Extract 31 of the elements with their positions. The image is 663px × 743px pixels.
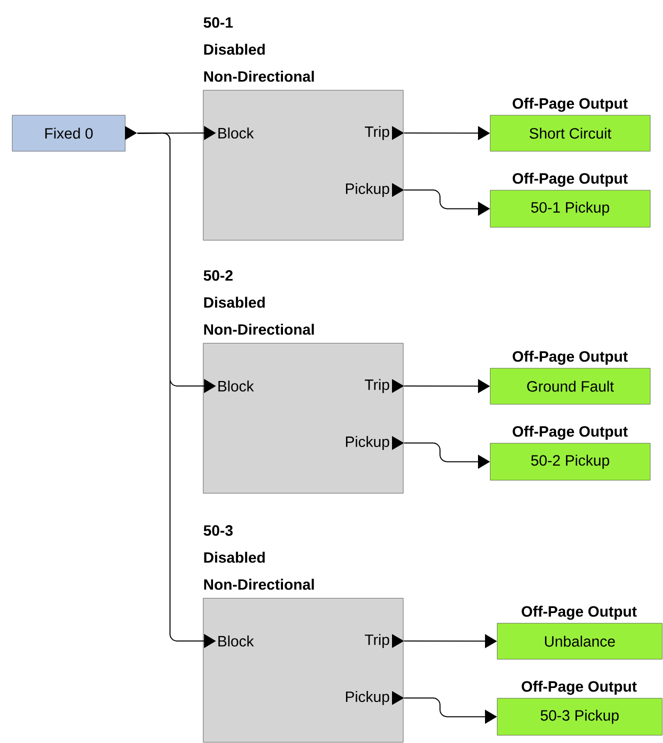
port-label: Block xyxy=(218,636,254,646)
node-label: Off-Page Output xyxy=(512,98,628,112)
output-box: Off-Page Output Short Circuit xyxy=(490,98,650,152)
node-label: Off-Page Output xyxy=(512,426,628,440)
port-label: Trip xyxy=(364,126,404,140)
node-label: Disabled xyxy=(204,296,265,308)
node-label: Disabled xyxy=(204,552,265,563)
node-label: Off-Page Output xyxy=(512,350,628,365)
node-label: Non-Directional xyxy=(204,70,314,82)
port-label: Trip xyxy=(364,379,404,393)
node-label: 50-3 xyxy=(204,525,233,536)
port-label: Block xyxy=(218,380,254,392)
port-label: Pickup xyxy=(346,691,404,705)
output-box: Off-Page Output Ground Fault xyxy=(490,350,650,404)
node-label: Off-Page Output xyxy=(522,680,637,695)
port-label: Trip xyxy=(364,634,404,648)
node-label: Off-Page Output xyxy=(512,172,628,187)
node-label: Off-Page Output xyxy=(522,606,637,620)
output-box: Off-Page Output 50-2 Pickup xyxy=(490,426,650,480)
output-box: Off-Page Output 50-1 Pickup xyxy=(490,172,650,228)
output-box: Off-Page Output 50-3 Pickup xyxy=(497,680,662,736)
node-label: 50-2 xyxy=(204,270,233,281)
node-label: Disabled xyxy=(204,44,265,55)
port-label: Pickup xyxy=(346,183,404,197)
node-label: Non-Directional xyxy=(204,578,314,590)
output-box: Off-Page Output Unbalance xyxy=(497,606,662,660)
port-label: Block xyxy=(218,128,254,138)
node-label: 50-1 xyxy=(204,17,233,28)
source-box: Fixed 0 xyxy=(12,115,137,152)
node-label: Non-Directional xyxy=(204,324,314,335)
port-label: Pickup xyxy=(346,436,404,450)
